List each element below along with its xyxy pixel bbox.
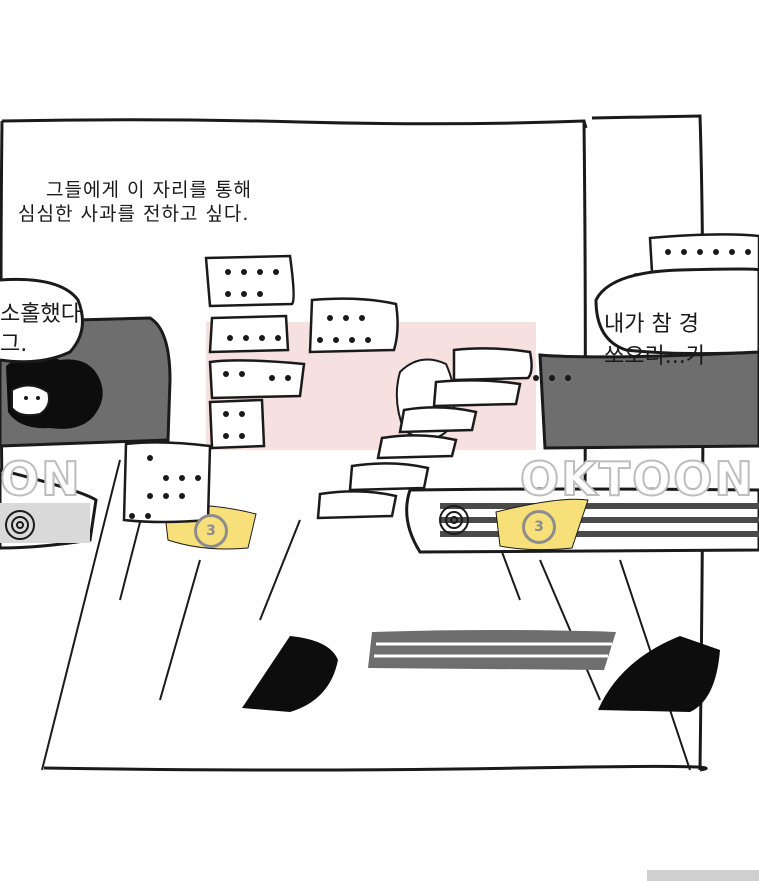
bubble-dots-6: [122, 441, 212, 524]
bubble-dots-4: [208, 359, 306, 400]
yellow-tag-badge: 3: [522, 510, 556, 544]
spiral-icon: [5, 510, 35, 540]
dark-shape-right: [598, 636, 720, 712]
dark-shape-left: [242, 636, 338, 712]
left-bubble-line-2: 그.: [0, 332, 28, 357]
bubble-dots-5: [208, 398, 266, 450]
panel-frame-bottom: [43, 764, 708, 772]
right-bubble-line-1: 내가 참 경: [604, 312, 699, 337]
character-face: [11, 384, 50, 417]
lower-left-stripe: [0, 503, 90, 543]
right-bubble-line-2: 쏘오리...가: [604, 344, 706, 369]
corner-scrollbar[interactable]: [647, 870, 759, 881]
narration-caption: 그들에게 이 자리를 통해 심심한 사과를 전하고 싶다.: [18, 178, 252, 226]
bubble-dots-7: [648, 233, 759, 274]
spiral-icon: [439, 505, 469, 535]
bubble-dots-2: [308, 297, 399, 354]
bubble-wavy-1: [452, 347, 533, 382]
bubble-dots-1: [204, 254, 295, 308]
narration-line-1: 그들에게 이 자리를 통해: [46, 179, 252, 201]
bubble-wavy-3: [376, 434, 458, 460]
bubble-wavy-2: [432, 379, 522, 408]
bubble-dots-3: [208, 314, 290, 354]
bubble-wavy-6: [316, 490, 398, 520]
bottom-stripe-bar: [368, 630, 616, 670]
left-speech-bubble: [0, 277, 84, 364]
bubble-wavy-5: [348, 462, 430, 492]
left-bubble-line-1: 소홀했다: [0, 302, 81, 327]
watermark-left: ON: [0, 451, 82, 507]
yellow-tag-badge: 3: [194, 514, 228, 548]
narration-line-2: 심심한 사과를 전하고 싶다.: [18, 203, 250, 225]
ellipsis-dots: [129, 249, 751, 519]
ellipsis-bubbles: [122, 233, 759, 524]
lower-right-stripes: [440, 503, 759, 537]
watermark-right: OKTOON: [519, 451, 755, 507]
bubble-wavy-4: [398, 406, 478, 434]
right-bubble-text: 내가 참 경 쏘오리...가: [604, 309, 706, 373]
left-bubble-text: 소홀했다 그.: [0, 300, 81, 360]
